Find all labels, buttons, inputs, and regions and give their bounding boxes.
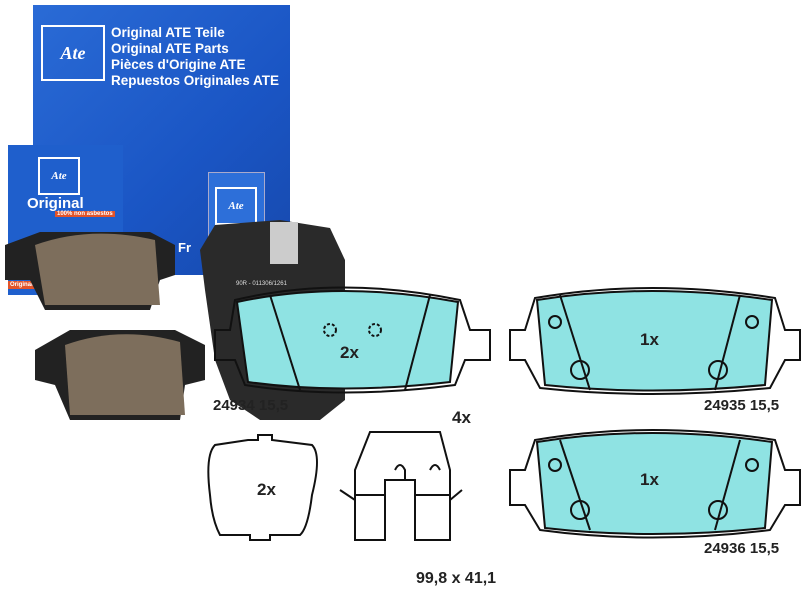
asbestos-badge: 100% non asbestos (55, 211, 115, 217)
ate-logo: Ate (41, 25, 105, 81)
shim-drawing (207, 434, 318, 541)
part-number: 24935 (704, 397, 746, 414)
part-number: 24934 (213, 397, 255, 414)
box-partial-text: Fr (178, 240, 191, 255)
thickness: 15,5 (258, 397, 289, 414)
part-label-c: 24936 15,5 (704, 540, 779, 557)
qty-label-c: 1x (640, 470, 659, 489)
qty-label-shim: 2x (257, 480, 276, 499)
small-box-strip: Original (8, 281, 35, 289)
box-line: Original ATE Teile (111, 25, 225, 40)
qty-label-a: 2x (340, 343, 359, 362)
pad-marking: 90R - 011306/1261 (236, 281, 288, 287)
part-label-b: 24935 15,5 (704, 397, 779, 414)
thickness: 15,5 (749, 397, 780, 414)
box-line: Original ATE Parts (111, 41, 229, 56)
clip-drawing (339, 431, 463, 541)
thickness: 15,5 (749, 540, 780, 557)
ate-logo: Ate (38, 157, 80, 195)
box-line: Repuestos Originales ATE (111, 73, 280, 88)
pad-drawing-a (214, 286, 491, 394)
pad-drawing-b (509, 287, 801, 395)
small-box-title: Original (27, 195, 84, 212)
pad-drawing-c (509, 429, 801, 539)
box-line: Pièces d'Origine ATE (111, 57, 246, 72)
box-text: Original ATE Teile Original ATE Parts Pi… (111, 25, 279, 89)
dimensions-label: 99,8 x 41,1 (416, 570, 497, 587)
part-number: 24936 (704, 540, 746, 557)
qty-label-b: 1x (640, 330, 659, 349)
part-label-a: 24934 15,5 (213, 397, 288, 414)
qty-label-clip: 4x (452, 408, 471, 427)
